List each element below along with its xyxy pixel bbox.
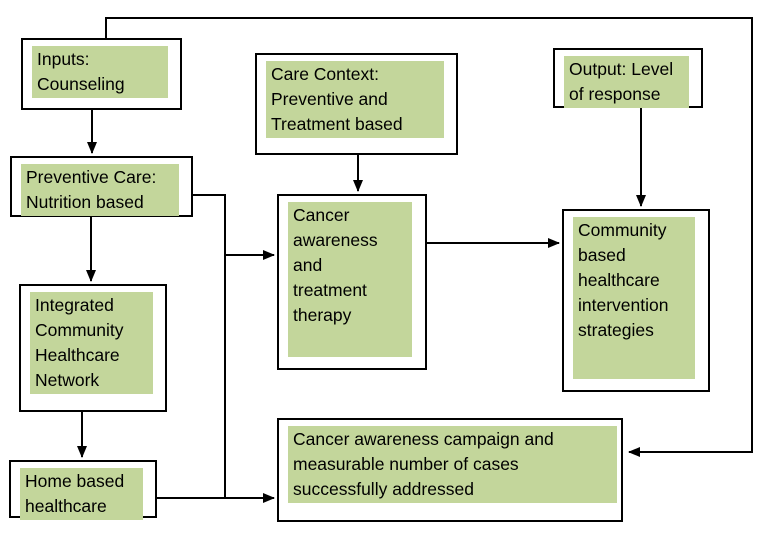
edge-feedback-loop [105,17,753,457]
node-campaign-label: Cancer awareness campaign and measurable… [288,426,617,503]
node-campaign: Cancer awareness campaign and measurable… [277,418,623,522]
node-output: Output: Level of response [553,48,703,108]
node-inputs: Inputs: Counseling [21,38,182,110]
node-home-healthcare: Home based healthcare [9,460,157,520]
node-integrated-network: Integrated Community Healthcare Network [19,284,167,412]
node-inputs-label: Inputs: Counseling [32,46,168,98]
edge-preventive-rail [193,194,226,498]
node-community-strategies: Community based healthcare intervention … [562,209,710,392]
node-integrated-network-label: Integrated Community Healthcare Network [30,292,153,394]
node-cancer-therapy: Cancer awareness and treatment therapy [277,194,427,370]
node-preventive-care-label: Preventive Care: Nutrition based [21,164,179,216]
node-cancer-therapy-label: Cancer awareness and treatment therapy [288,202,412,357]
node-home-healthcare-label: Home based healthcare [20,468,143,520]
node-care-context: Care Context: Preventive and Treatment b… [255,53,458,155]
node-care-context-label: Care Context: Preventive and Treatment b… [266,61,444,138]
node-preventive-care: Preventive Care: Nutrition based [10,156,193,217]
node-output-label: Output: Level of response [564,56,689,108]
node-community-strategies-label: Community based healthcare intervention … [573,217,695,379]
